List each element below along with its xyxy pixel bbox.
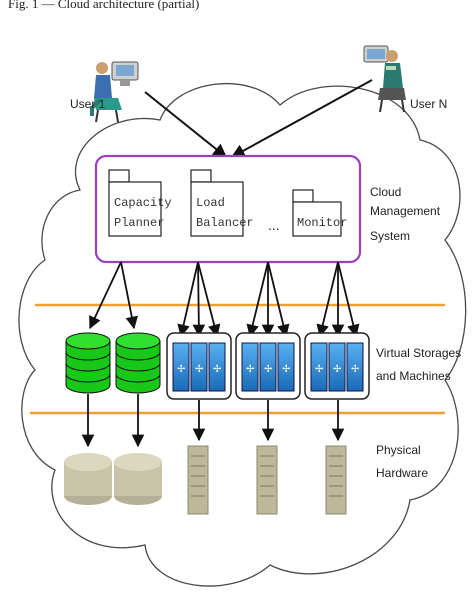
virtual-layer-label-1: Virtual Storages — [376, 346, 461, 360]
svg-text:✢: ✢ — [177, 364, 185, 375]
module-load-balancer-line2: Balancer — [196, 216, 254, 230]
cloud-outline — [18, 83, 467, 587]
arrow-user1-to-mgmt — [144, 91, 228, 158]
user-n-label: User N — [410, 97, 447, 111]
user-1-figure — [90, 61, 139, 123]
physical-layer-label-2: Hardware — [376, 466, 428, 480]
module-capacity-planner-line1: Capacity — [114, 196, 172, 210]
arrow-usern-to-mgmt — [230, 79, 373, 158]
user-n-figure — [363, 45, 406, 113]
modules-ellipsis: ... — [268, 217, 280, 233]
physical-server-3 — [325, 445, 347, 515]
cloud-management-label-1: Cloud — [370, 185, 401, 199]
svg-text:✢: ✢ — [282, 364, 290, 375]
user-1-label: User 1 — [70, 97, 106, 111]
module-capacity-planner: Capacity Planner — [108, 169, 172, 237]
vm-group-2: ✢ ✢ ✢ — [235, 332, 301, 400]
cloud-management-label-2: Management — [370, 204, 441, 218]
physical-server-1 — [187, 445, 209, 515]
svg-text:✢: ✢ — [333, 364, 341, 375]
svg-text:✢: ✢ — [315, 364, 323, 375]
virtual-layer-label: Virtual Storages and Machines — [376, 346, 465, 383]
physical-disk-2 — [114, 453, 162, 505]
svg-text:✢: ✢ — [246, 364, 254, 375]
svg-text:✢: ✢ — [264, 364, 272, 375]
physical-layer-label: Physical Hardware — [376, 443, 428, 480]
physical-disk-1 — [64, 453, 112, 505]
physical-layer-label-1: Physical — [376, 443, 421, 457]
virtual-storage-2 — [115, 332, 161, 394]
vm-group-3: ✢ ✢ ✢ — [304, 332, 370, 400]
cloud-management-label-3: System — [370, 229, 410, 243]
mgmt-to-virtual-arrows — [89, 261, 360, 338]
physical-server-2 — [256, 445, 278, 515]
virtual-layer-label-2: and Machines — [376, 369, 451, 383]
module-load-balancer-line1: Load — [196, 196, 225, 210]
svg-text:✢: ✢ — [195, 364, 203, 375]
figure-caption: Fig. 1 — Cloud architecture (partial) — [8, 0, 199, 11]
cloud-management-label: Cloud Management System — [370, 185, 443, 243]
svg-text:✢: ✢ — [351, 364, 359, 375]
module-monitor-label: Monitor — [297, 216, 347, 230]
virtual-storage-1 — [65, 332, 111, 394]
virtual-to-physical-arrows — [81, 394, 345, 448]
vm-group-1: ✢ ✢ ✢ — [166, 332, 232, 400]
module-capacity-planner-line2: Planner — [114, 216, 164, 230]
module-load-balancer: Load Balancer — [190, 169, 254, 237]
module-monitor: Monitor — [292, 189, 347, 237]
svg-text:✢: ✢ — [213, 364, 221, 375]
